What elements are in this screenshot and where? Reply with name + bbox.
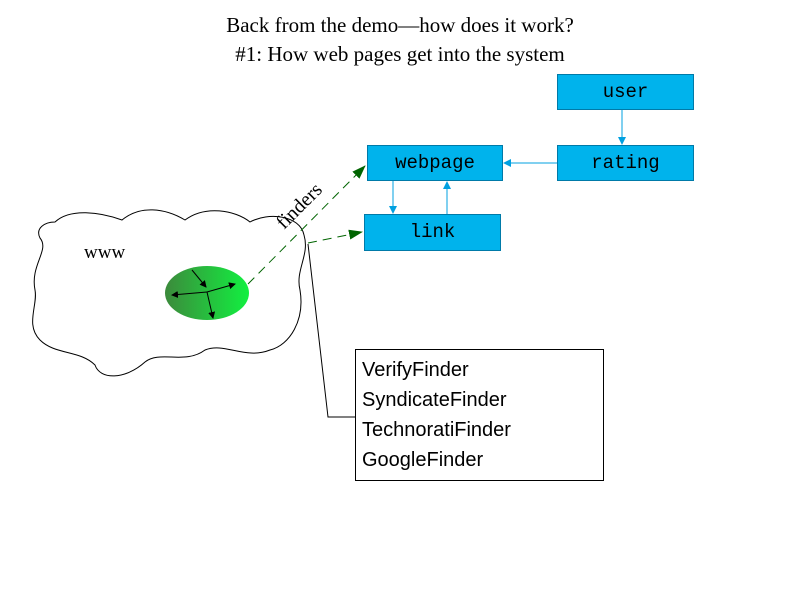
www-cloud-shape xyxy=(32,209,306,377)
blob-arrow xyxy=(206,282,236,293)
link-box: link xyxy=(364,214,501,251)
legend-item-verify-finder: VerifyFinder xyxy=(362,359,469,381)
legend-item-syndicate-finder: SyndicateFinder xyxy=(362,389,507,411)
user-box: user xyxy=(557,74,694,110)
finders-callout-line xyxy=(307,243,355,418)
legend-item-google-finder: GoogleFinder xyxy=(362,449,484,471)
blob-arrow xyxy=(171,291,208,298)
blob-arrow xyxy=(191,269,207,288)
finder-arrow-to-webpage xyxy=(247,165,366,285)
blob-arrow xyxy=(206,291,216,319)
finder-arrow-to-link xyxy=(307,229,363,244)
www-label: www xyxy=(84,242,126,263)
webpage-box: webpage xyxy=(367,145,503,181)
finders-legend: VerifyFinder SyndicateFinder TechnoratiF… xyxy=(355,349,604,481)
slide-title: Back from the demo—how does it work? xyxy=(226,13,574,37)
legend-item-technorati-finder: TechnoratiFinder xyxy=(362,419,511,441)
slide-subtitle: #1: How web pages get into the system xyxy=(235,42,565,66)
rating-box: rating xyxy=(557,145,694,181)
